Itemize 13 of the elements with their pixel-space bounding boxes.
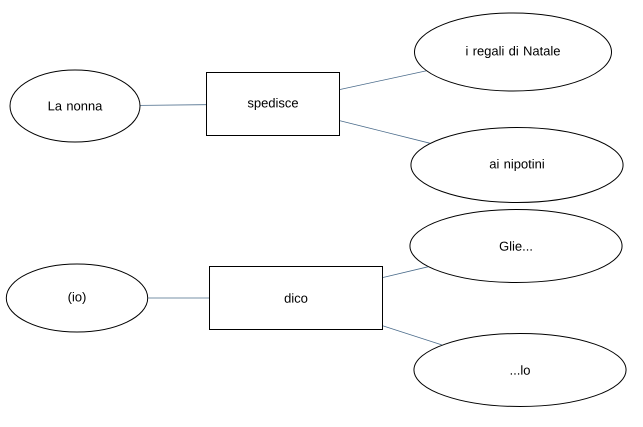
ellipse-node: Glie... [409, 209, 623, 283]
connector-line [140, 104, 206, 106]
ellipse-node: ...lo [413, 333, 627, 407]
ellipse-node: i regali di Natale [414, 12, 612, 92]
ellipse-node: La nonna [10, 70, 140, 142]
verb-box: spedisce [206, 72, 340, 136]
ellipse-node: ai nipotini [410, 127, 624, 203]
ellipse-node: (io) [6, 264, 148, 332]
connector-line [340, 120, 430, 144]
connector-line [382, 266, 428, 278]
connector-line [340, 70, 426, 90]
connector-line [382, 326, 442, 346]
verb-box: dico [209, 266, 383, 330]
